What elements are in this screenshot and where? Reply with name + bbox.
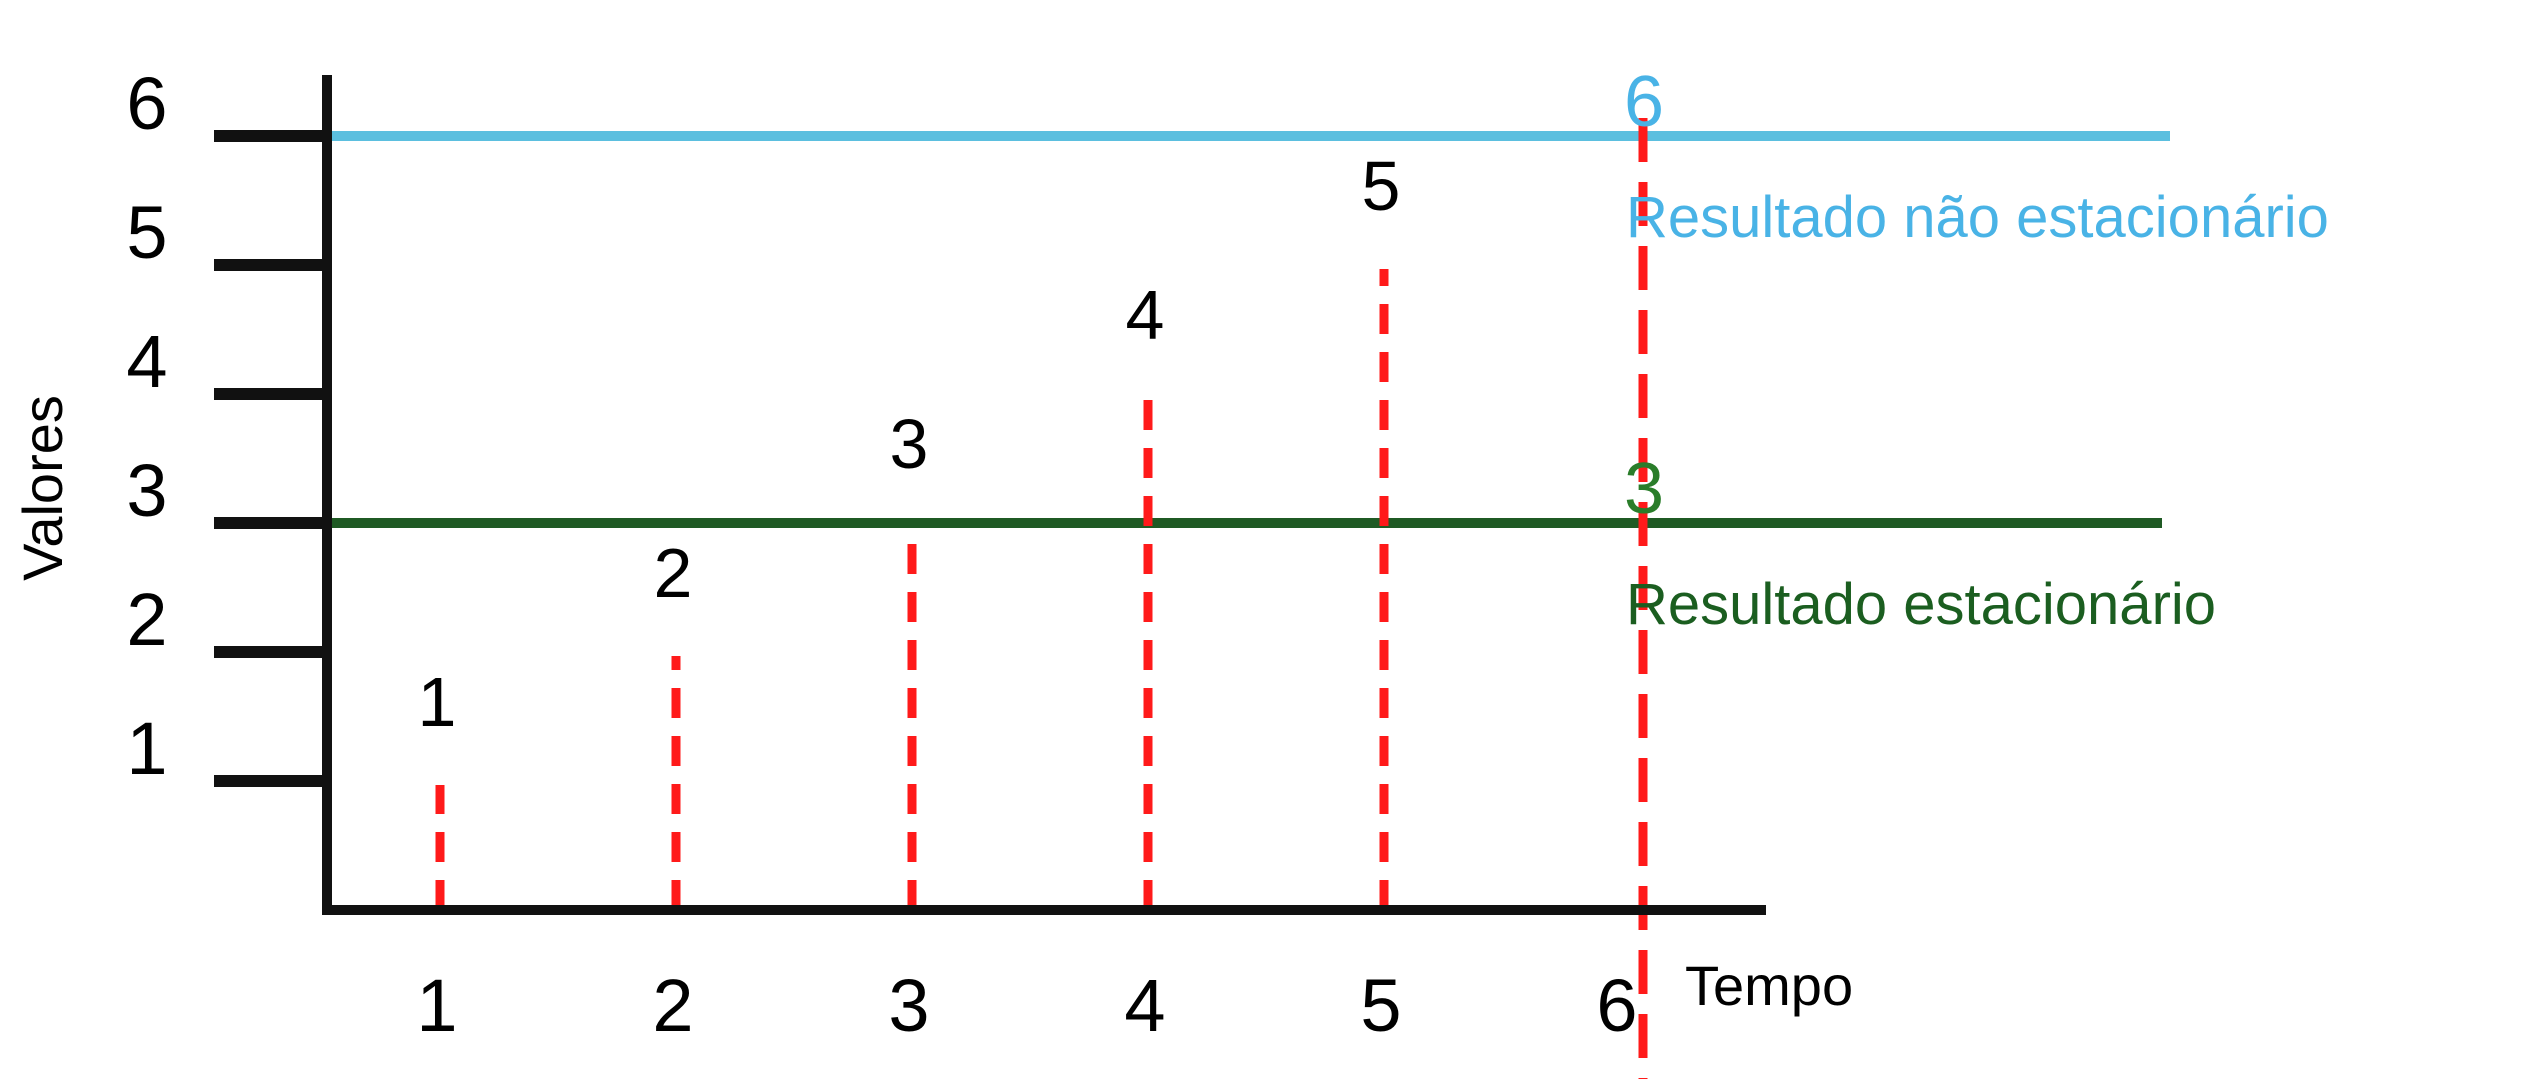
- reference-label-3: Resultado estacionário: [1626, 572, 2216, 637]
- reference-lines-layer: [327, 131, 2170, 528]
- axes-layer: [214, 75, 1766, 915]
- reference-value-label-3: 3: [1624, 449, 1664, 529]
- x-tick-label-4: 4: [1124, 964, 1165, 1047]
- point-label-4: 4: [1126, 276, 1165, 354]
- x-tick-label-5: 5: [1360, 964, 1401, 1047]
- point-label-5: 5: [1362, 147, 1401, 225]
- x-tick-label-3: 3: [888, 964, 929, 1047]
- y-tick-label-4: 4: [126, 320, 167, 403]
- reference-label-6: Resultado não estacionário: [1626, 185, 2329, 250]
- point-label-2: 2: [654, 534, 693, 612]
- point-label-3: 3: [890, 405, 929, 483]
- x-tick-label-1: 1: [416, 964, 457, 1047]
- reference-value-label-6: 6: [1624, 62, 1664, 142]
- y-tick-label-2: 2: [126, 578, 167, 661]
- y-tick-label-6: 6: [126, 62, 167, 145]
- y-tick-label-1: 1: [126, 707, 167, 790]
- x-tick-label-6: 6: [1596, 964, 1637, 1047]
- point-label-1: 1: [418, 663, 457, 741]
- y-tick-label-3: 3: [126, 449, 167, 532]
- x-tick-label-2: 2: [652, 964, 693, 1047]
- y-axis-title: Valores: [11, 395, 74, 581]
- x-axis-title: Tempo: [1685, 954, 1853, 1017]
- y-tick-label-5: 5: [126, 191, 167, 274]
- stems-layer: [435, 118, 1648, 1079]
